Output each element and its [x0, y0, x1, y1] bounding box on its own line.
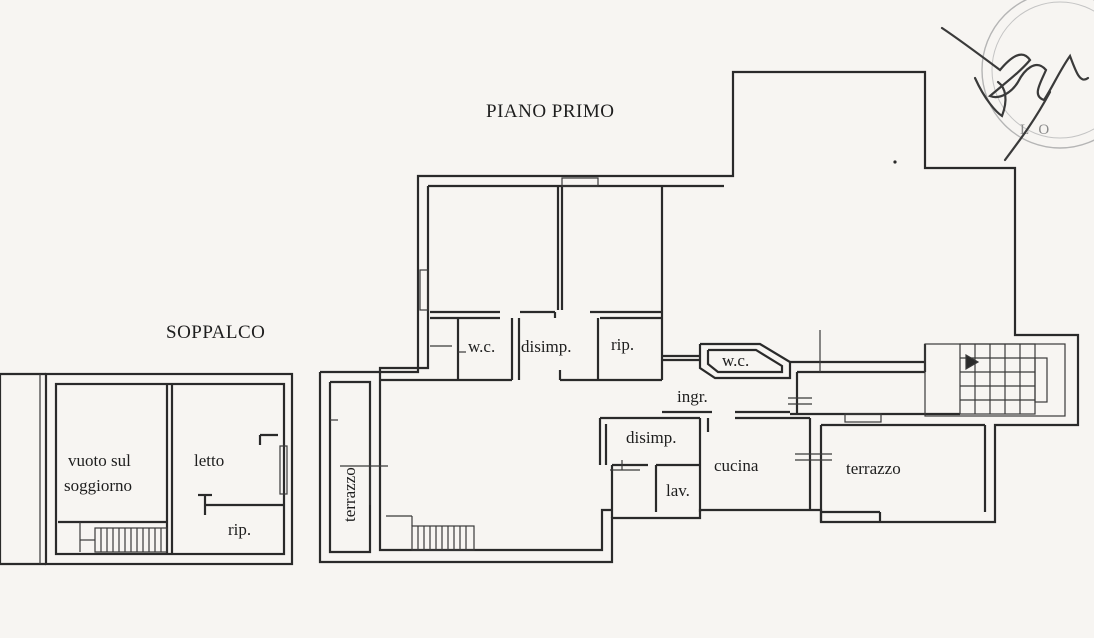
left-stairs — [386, 515, 475, 551]
room-label-ingr: ingr. — [677, 387, 708, 406]
stamp-text: L O — [1020, 122, 1052, 138]
soppalco-outer-wall — [44, 372, 294, 566]
piano-primo-plan — [318, 70, 1080, 564]
room-label-lav: lav. — [666, 481, 690, 500]
room-label-terrazzo-right: terrazzo — [846, 459, 901, 478]
room-label-rip-2: rip. — [228, 520, 251, 539]
room-label-wc-1: w.c. — [468, 337, 495, 356]
room-label-wc-2: w.c. — [722, 351, 749, 370]
room-label-vuoto-line1: vuoto sul — [68, 451, 131, 470]
handwritten-signature — [940, 26, 1090, 162]
piano-primo-outer-wall — [318, 70, 1080, 564]
room-label-terrazzo-left: terrazzo — [340, 467, 359, 522]
room-label-vuoto-line2: soggiorno — [64, 476, 132, 495]
room-label-letto: letto — [194, 451, 224, 470]
title-piano-primo: PIANO PRIMO — [486, 101, 615, 122]
room-label-rip-1: rip. — [611, 335, 634, 354]
room-label-cucina: cucina — [714, 456, 759, 475]
room-label-disimp-2: disimp. — [626, 428, 677, 447]
room-label-disimp-1: disimp. — [521, 337, 572, 356]
stamp-seal: L O — [981, 0, 1094, 149]
main-stairs — [959, 343, 1048, 415]
soppalco-plan — [0, 372, 294, 566]
title-soppalco: SOPPALCO — [166, 322, 265, 343]
